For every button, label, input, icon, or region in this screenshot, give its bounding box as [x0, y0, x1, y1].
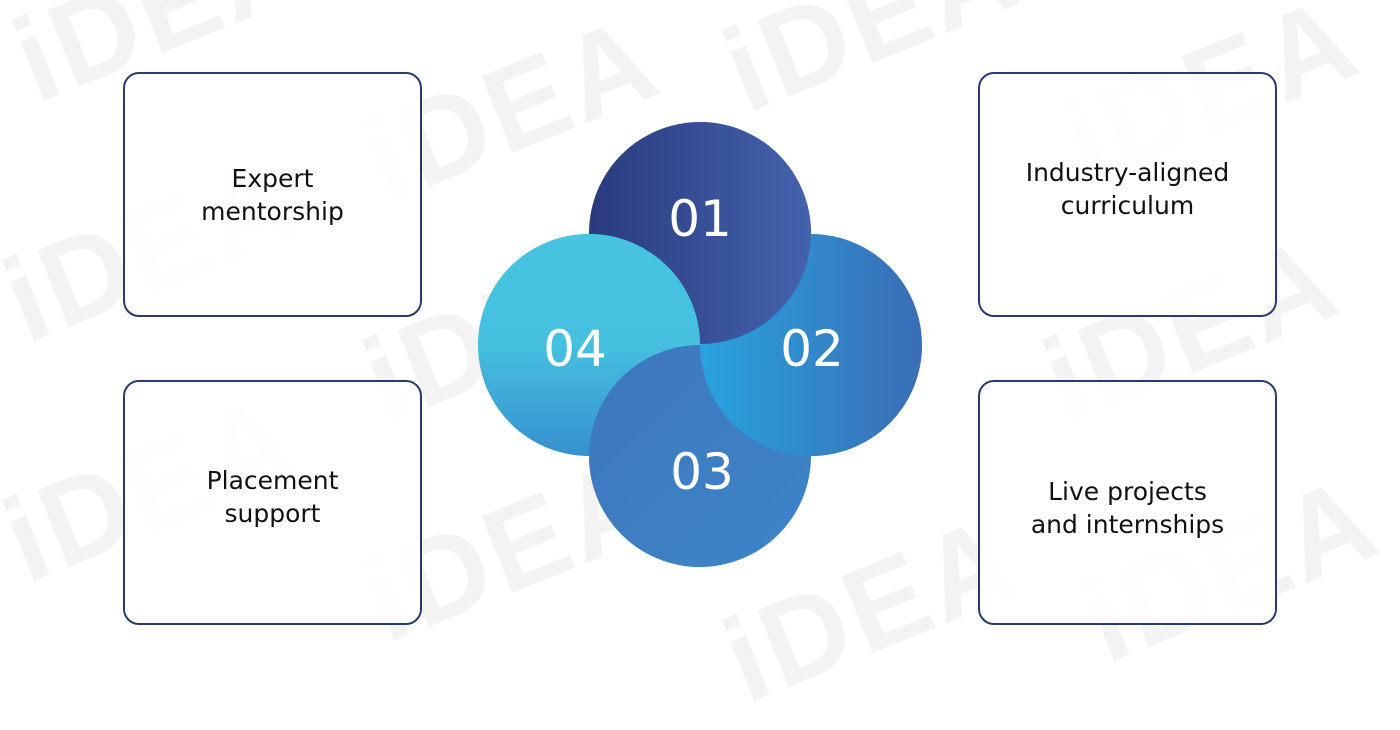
card-label-line: and internships [1030, 509, 1225, 539]
card-expert-mentorship: Expert mentorship [123, 72, 422, 317]
card-label-line: Live projects [1048, 476, 1207, 506]
card-label-line: Expert [231, 163, 314, 193]
circle-04-overlap [478, 234, 700, 345]
card-label-line: support [224, 498, 321, 528]
circle-03-overlap [589, 345, 700, 567]
card-label: Expert mentorship [143, 162, 403, 228]
card-label: Placement support [143, 464, 403, 530]
circle-02-label: 02 [780, 320, 844, 378]
card-industry-aligned-curriculum: Industry-aligned curriculum [978, 72, 1277, 317]
circle-04-label: 04 [543, 320, 607, 378]
card-label-line: mentorship [201, 196, 344, 226]
circle-02-overlap [700, 345, 922, 456]
card-label: Industry-aligned curriculum [998, 156, 1258, 222]
card-label-line: Placement [206, 465, 339, 495]
circle-01-overlap [700, 122, 811, 344]
card-live-projects: Live projects and internships [978, 380, 1277, 625]
circle-03-label: 03 [670, 443, 734, 501]
card-placement-support: Placement support [123, 380, 422, 625]
circle-01-label: 01 [668, 190, 732, 248]
card-label-line: curriculum [1060, 190, 1195, 220]
card-label-line: Industry-aligned [1025, 157, 1230, 187]
card-label: Live projects and internships [998, 475, 1258, 541]
pinwheel-diagram: 01 02 03 04 [478, 122, 922, 567]
